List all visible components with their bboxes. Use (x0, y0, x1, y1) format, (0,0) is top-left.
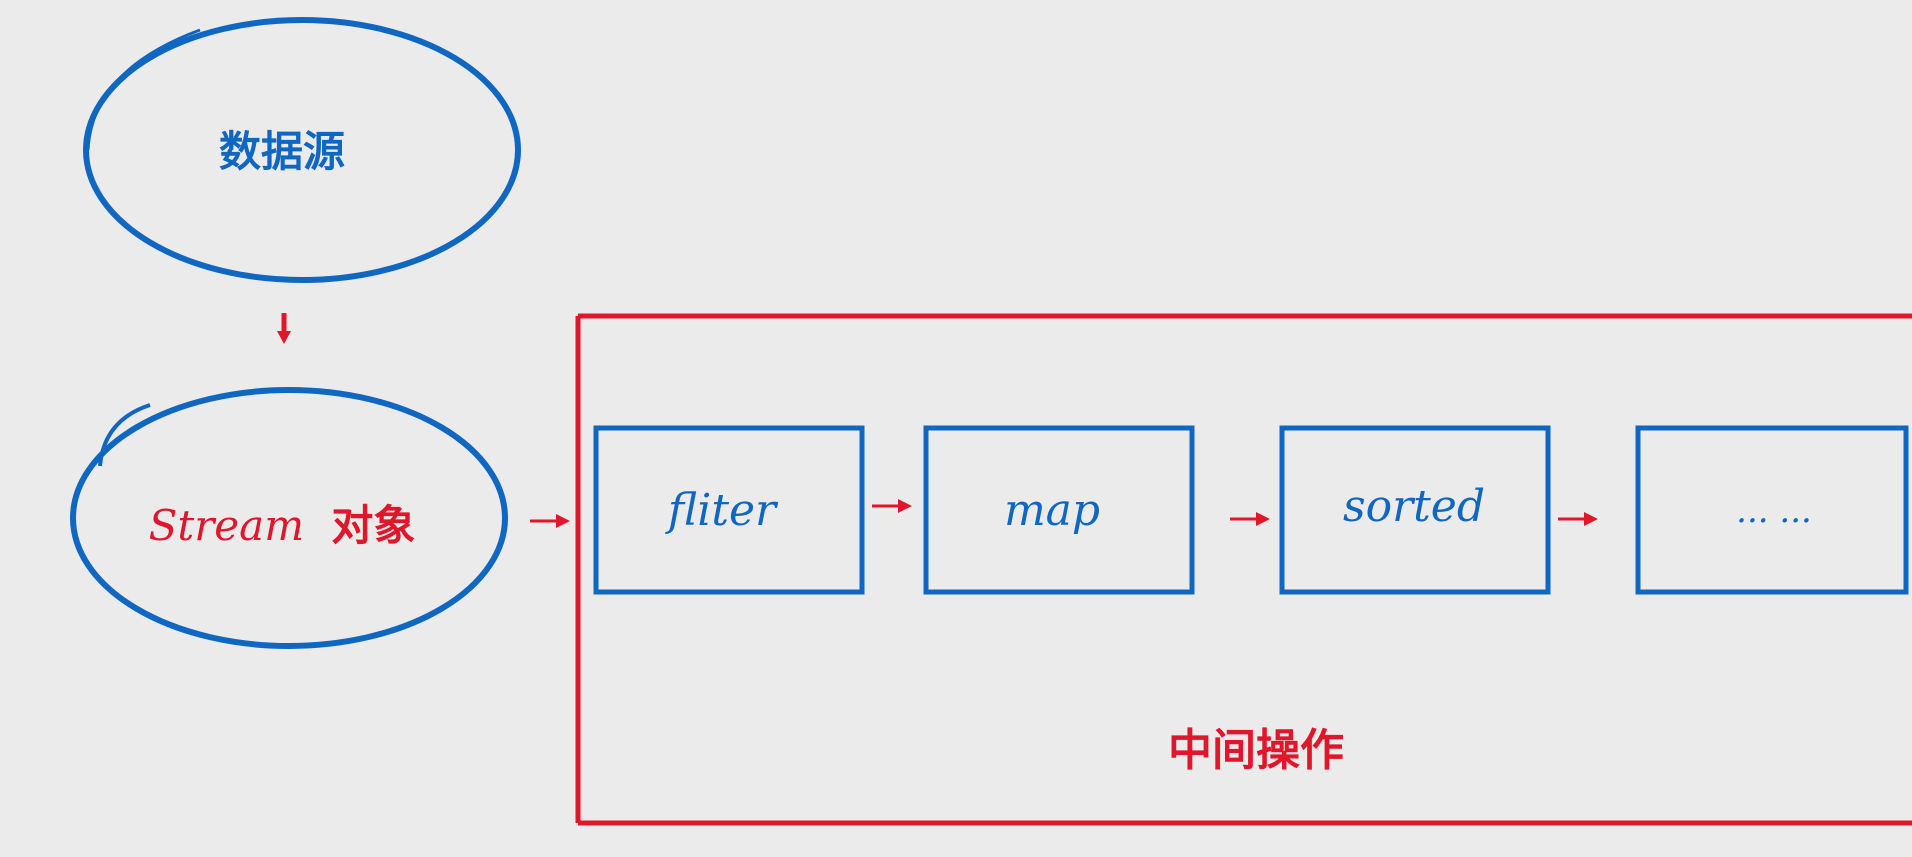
intermediate-operations-label: 中间操作 (1168, 725, 1344, 776)
stream-object-label-latin: Stream (149, 501, 304, 550)
intermediate-operations-group: 中间操作 (575, 313, 1912, 826)
stream-object-ellipse-sketch (98, 403, 151, 467)
arrow-right-icon (1558, 512, 1598, 526)
arrow-right-icon (872, 499, 912, 513)
stream-object-node: Stream 对象 (70, 387, 508, 649)
stream-object-label: Stream 对象 (149, 501, 416, 550)
operation-label: fliter (665, 485, 779, 536)
data-source-ellipse-sketch (86, 28, 201, 151)
operation-box-filter: fliter (593, 425, 865, 595)
operation-label: sorted (1343, 481, 1485, 532)
data-source-ellipse (83, 17, 521, 283)
operation-label: map (1004, 485, 1100, 536)
stream-object-ellipse (70, 387, 508, 649)
data-source-label: 数据源 (219, 127, 345, 176)
operation-box-map: map (923, 425, 1195, 595)
data-source-node: 数据源 (83, 17, 521, 283)
operation-box-sorted: sorted (1279, 425, 1551, 595)
operation-label: ... ... (1736, 491, 1812, 531)
arrow-right-icon (530, 514, 570, 528)
arrow-right-icon (1230, 512, 1270, 526)
operation-box-more: ... ... (1635, 425, 1909, 595)
arrow-down-icon (277, 313, 291, 344)
stream-object-label-cjk: 对象 (331, 501, 415, 550)
